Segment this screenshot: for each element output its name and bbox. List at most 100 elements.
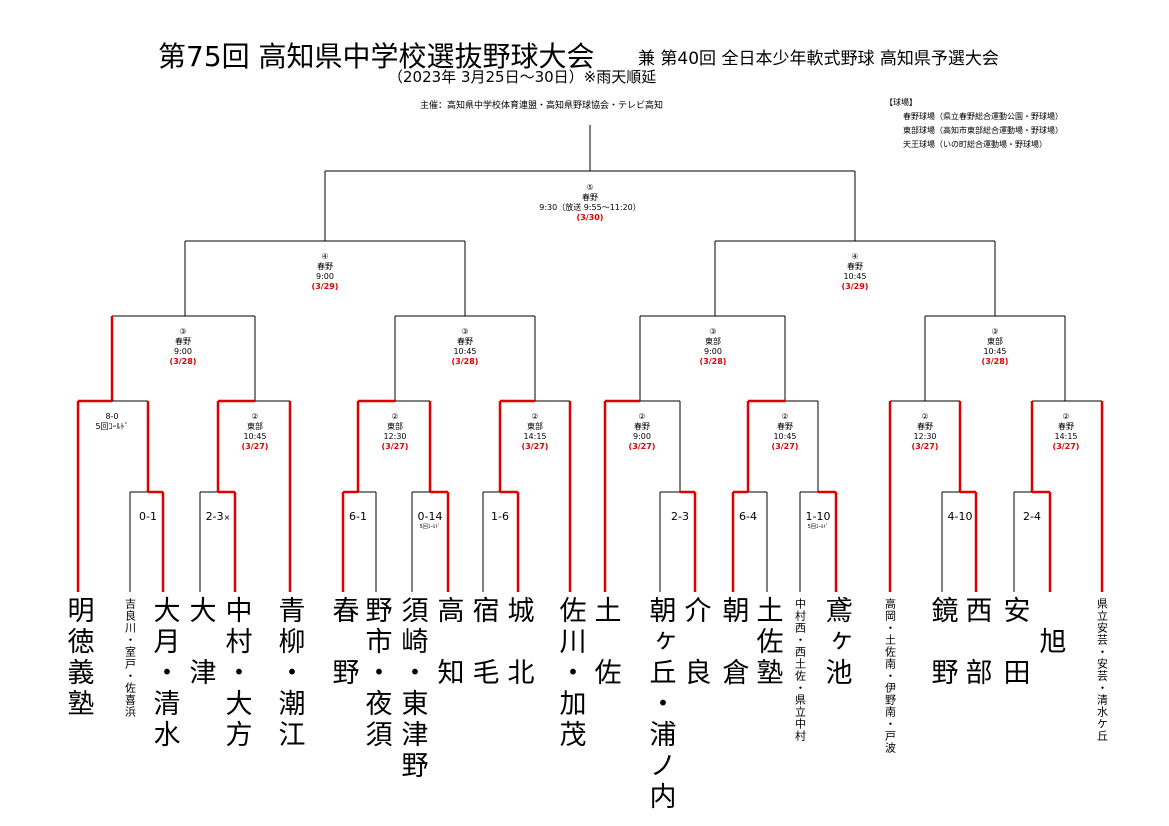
match-time: 14:15 <box>1054 432 1078 441</box>
team-name: 宿 毛 <box>467 596 499 689</box>
match-venue: 春野 <box>777 422 793 431</box>
team-name: 西 部 <box>960 596 992 689</box>
match-round: ② <box>531 412 539 421</box>
match-time: 9:00 <box>316 272 334 281</box>
team-name: 県立安芸・安芸・清水ケ丘 <box>1095 598 1109 742</box>
match-venue: 東部 <box>527 422 543 431</box>
match-round: ② <box>251 412 259 421</box>
match-score: 2-3 <box>671 510 689 523</box>
match-round: ② <box>391 412 399 421</box>
match-time: 9:00 <box>174 347 192 356</box>
match-time: 10:45 <box>843 272 867 281</box>
match-score: 1-10 <box>805 510 831 523</box>
page-title: 第75回 高知県中学校選抜野球大会 <box>158 40 595 73</box>
r1-match-score: 0-1 <box>139 510 157 523</box>
match-date: (3/28) <box>981 357 1009 366</box>
match-score: 0-1 <box>139 510 157 523</box>
match-note: × <box>223 513 231 522</box>
r1-match-score: 1-6 <box>491 510 509 523</box>
match-round: ③ <box>461 327 469 336</box>
team-name: 高岡・土佐南・伊野南・戸波 <box>883 598 897 754</box>
match-score: 2-3 <box>205 510 224 523</box>
match-date: (3/27) <box>241 442 269 451</box>
match-date: (3/27) <box>628 442 656 451</box>
match-score: 6-4 <box>739 510 757 523</box>
match-venue: 東部 <box>247 422 263 431</box>
r1-match-score: 2-3 <box>671 510 689 523</box>
match-time: 9:00 <box>704 347 722 356</box>
match-time: 9:00 <box>633 432 651 441</box>
match-time: 10:45 <box>453 347 477 356</box>
team-name: 鳶ヶ池 <box>820 596 852 689</box>
team-name: 城 北 <box>502 596 534 689</box>
team-name: 青柳・潮江 <box>273 596 305 751</box>
team-name: 介 良 <box>679 596 711 689</box>
match-note: 5回ｺｰﾙﾄﾞ <box>95 422 129 431</box>
team-name: 吉良川・室戸・佐喜浜 <box>123 598 137 718</box>
match-date: (3/28) <box>169 357 197 366</box>
team-name: 須崎・東津野 <box>396 596 428 782</box>
match-venue: 東部 <box>387 422 403 431</box>
match-score: 0-14 <box>417 510 443 523</box>
venue-item: 天王球場（いの町総合運動場・野球場） <box>903 140 1047 149</box>
team-name: 大 津 <box>184 596 216 689</box>
venue-item: 東部球場（高知市東部総合運動場・野球場） <box>903 126 1063 135</box>
match-venue: 春野 <box>457 337 473 346</box>
match-time: 14:15 <box>523 432 547 441</box>
team-name: 明徳義塾 <box>62 596 94 720</box>
match-date: (3/28) <box>451 357 479 366</box>
match-round: ④ <box>851 252 859 261</box>
r1-match-score: 6-4 <box>739 510 757 523</box>
r1-match-score: 4-10 <box>948 510 973 523</box>
match-round: ③ <box>179 327 187 336</box>
match-round: ③ <box>709 327 717 336</box>
match-date: (3/27) <box>911 442 939 451</box>
r1-match-score: 2-4 <box>1023 510 1041 523</box>
team-name: 朝 倉 <box>717 596 749 689</box>
match-time: 10:45 <box>983 347 1007 356</box>
match-date: (3/30) <box>576 213 604 222</box>
match-venue: 春野 <box>317 262 333 271</box>
match-round: ② <box>781 412 789 421</box>
page-subtitle: 兼 第40回 全日本少年軟式野球 高知県予選大会 <box>638 49 999 69</box>
match-round: ④ <box>321 252 329 261</box>
tournament-dates: （2023年 3月25日～30日）※雨天順延 <box>388 68 657 86</box>
match-round: ② <box>1062 412 1070 421</box>
match-score: 2-4 <box>1023 510 1041 523</box>
match-date: (3/29) <box>841 282 869 291</box>
team-name: 中村西・西土佐・県立中村 <box>793 598 807 742</box>
team-name: 朝ヶ丘・浦ノ内 <box>644 596 676 813</box>
match-note: 5回ｺｰﾙﾄﾞ <box>807 524 829 530</box>
match-venue: 春野 <box>634 422 650 431</box>
match-venue: 春野 <box>847 262 863 271</box>
match-score: 6-1 <box>349 510 367 523</box>
venue-item: 春野球場（県立春野総合運動公園・野球場） <box>903 112 1063 121</box>
match-round: ② <box>921 412 929 421</box>
team-name: 野市・夜須 <box>360 596 392 751</box>
match-time: 10:45 <box>773 432 797 441</box>
match-time: 12:30 <box>383 432 407 441</box>
match-note: 5回ｺｰﾙﾄﾞ <box>419 524 441 530</box>
match-time: 9:30（放送 9:55～11:20） <box>539 203 641 212</box>
match-time: 12:30 <box>913 432 937 441</box>
match-score: 8-0 <box>105 412 119 421</box>
match-round: ⑤ <box>586 183 594 192</box>
match-date: (3/29) <box>311 282 339 291</box>
venue-legend: 【球場】 春野球場（県立春野総合運動公園・野球場） 東部球場（高知市東部総合運動… <box>885 96 1063 152</box>
match-score: 1-6 <box>491 510 509 523</box>
r1-match-score: 6-1 <box>349 510 367 523</box>
